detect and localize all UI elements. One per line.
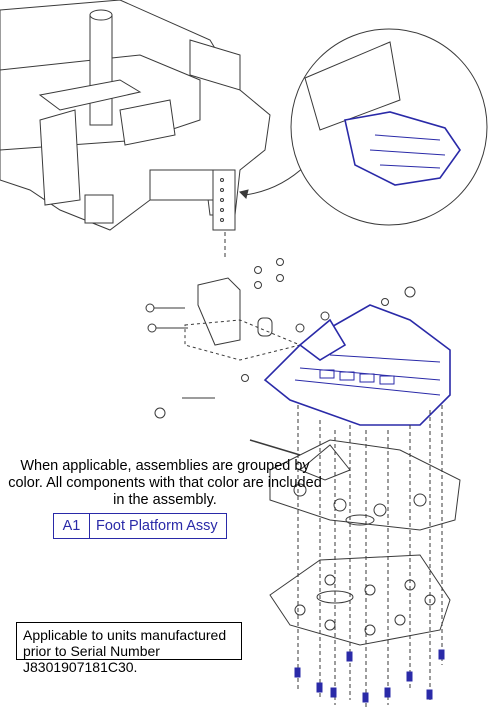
grouping-note: When applicable, assemblies are grouped … <box>8 458 322 508</box>
callout-arrow <box>244 164 307 196</box>
wheelchair-frame <box>0 0 271 258</box>
foot-platform-assy <box>263 304 451 426</box>
assembly-legend: A1 Foot Platform Assy <box>53 513 227 539</box>
legend-label: Foot Platform Assy <box>96 518 218 534</box>
legend-code: A1 <box>54 514 90 538</box>
platform-plate <box>249 439 461 531</box>
screws <box>297 405 443 710</box>
mount-bracket-hardware <box>145 258 416 419</box>
detail-inset <box>290 28 488 226</box>
applicability-note: Applicable to units manufactured prior t… <box>16 622 242 675</box>
screw-heads <box>294 649 445 703</box>
base-plate <box>269 554 451 646</box>
